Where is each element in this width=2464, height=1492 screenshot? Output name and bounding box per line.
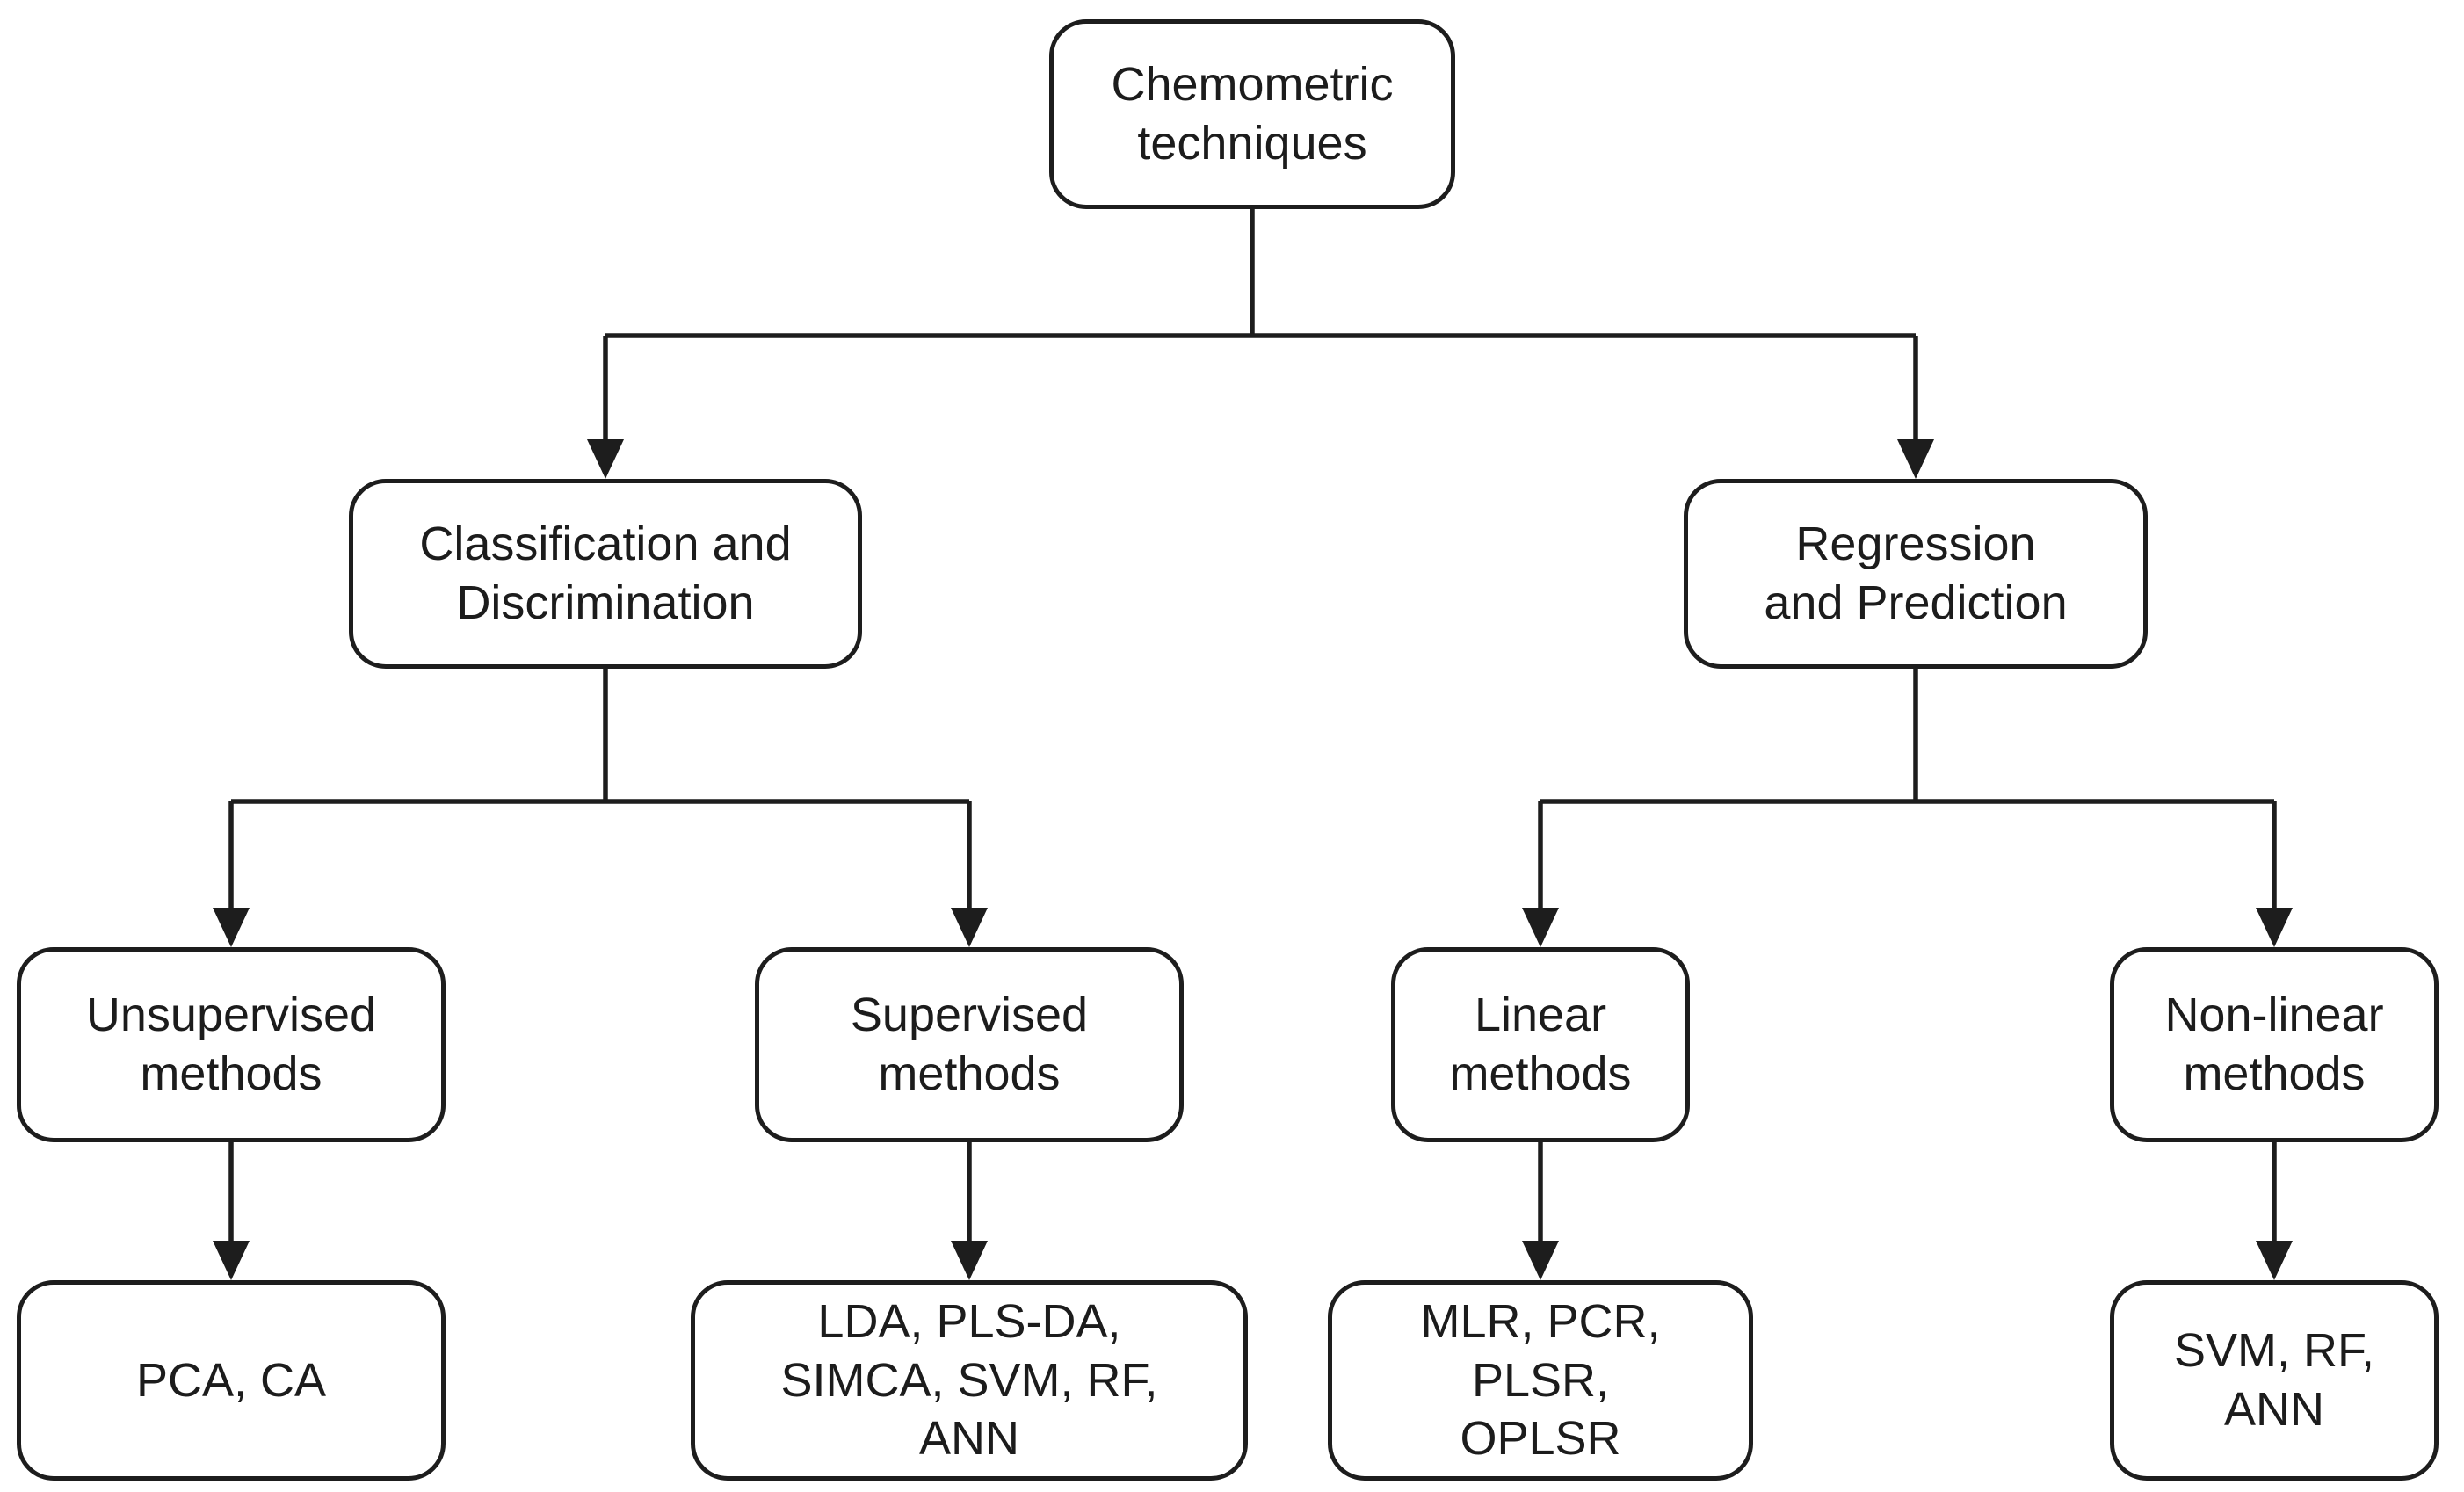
arrowhead-lda <box>951 1241 988 1280</box>
node-lda-plsda-simca-svm-rf-ann: LDA, PLS-DA, SIMCA, SVM, RF, ANN <box>691 1280 1248 1481</box>
node-non-linear-methods: Non-linear methods <box>2110 947 2439 1142</box>
edge-classification-to-methods <box>213 667 988 947</box>
arrowhead-classification <box>587 439 624 479</box>
node-pca-ca-label: PCA, CA <box>135 1353 327 1407</box>
node-supervised-methods-label: Supervised methods <box>850 989 1089 1100</box>
arrowhead-mlr <box>1522 1241 1559 1280</box>
node-regression-and-prediction-label: Regression and Prediction <box>1764 518 2068 629</box>
node-regression-and-prediction: Regression and Prediction <box>1684 479 2148 669</box>
arrowhead-unsupervised <box>213 908 250 947</box>
edge-supervised-to-lda <box>951 1141 988 1280</box>
node-pca-ca: PCA, CA <box>17 1280 446 1481</box>
node-chemometric-techniques: Chemometric techniques <box>1049 19 1455 209</box>
node-supervised-methods: Supervised methods <box>755 947 1184 1142</box>
node-unsupervised-methods: Unsupervised methods <box>17 947 446 1142</box>
node-mlr-pcr-plsr-oplsr-label: MLR, PCR, PLSR, OPLSR <box>1420 1294 1661 1466</box>
edge-unsupervised-to-pca <box>213 1141 250 1280</box>
arrowhead-svm <box>2256 1241 2293 1280</box>
edge-nonlinear-to-svm <box>2256 1141 2293 1280</box>
node-chemometric-techniques-label: Chemometric techniques <box>1111 58 1394 170</box>
arrowhead-nonlinear <box>2256 908 2293 947</box>
arrowhead-supervised <box>951 908 988 947</box>
edge-root-to-branches <box>587 207 1934 479</box>
node-unsupervised-methods-label: Unsupervised methods <box>85 989 377 1100</box>
node-linear-methods: Linear methods <box>1391 947 1690 1142</box>
node-non-linear-methods-label: Non-linear methods <box>2164 989 2384 1100</box>
arrowhead-linear <box>1522 908 1559 947</box>
edge-linear-to-mlr <box>1522 1141 1559 1280</box>
node-svm-rf-ann: SVM, RF, ANN <box>2110 1280 2439 1481</box>
node-classification-and-discrimination: Classification and Discrimination <box>349 479 862 669</box>
arrowhead-regression <box>1897 439 1934 479</box>
node-classification-and-discrimination-label: Classification and Discrimination <box>419 518 792 629</box>
node-mlr-pcr-plsr-oplsr: MLR, PCR, PLSR, OPLSR <box>1328 1280 1753 1481</box>
arrowhead-pca <box>213 1241 250 1280</box>
edge-regression-to-methods <box>1522 667 2293 947</box>
node-linear-methods-label: Linear methods <box>1449 989 1632 1100</box>
node-svm-rf-ann-label: SVM, RF, ANN <box>2173 1324 2375 1436</box>
node-lda-plsda-simca-svm-rf-ann-label: LDA, PLS-DA, SIMCA, SVM, RF, ANN <box>780 1294 1158 1466</box>
